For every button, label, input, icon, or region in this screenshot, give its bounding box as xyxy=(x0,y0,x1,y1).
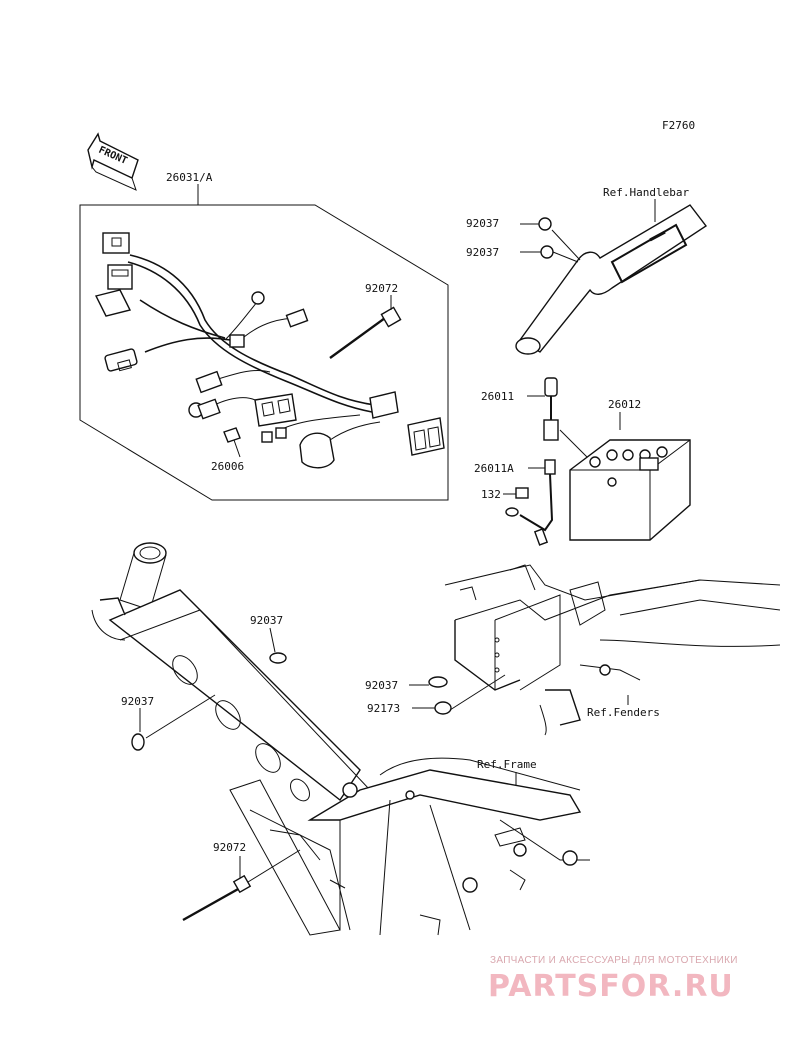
handlebar: Ref.Handlebar 92037 92037 xyxy=(466,186,708,355)
watermark-brand: PARTSFOR.RU xyxy=(488,969,734,1004)
callout-ref-frame: Ref.Frame xyxy=(477,758,537,771)
harness-panel: 26031/A xyxy=(79,171,449,501)
callout-clamp-frame-1: 92037 xyxy=(250,614,283,627)
callout-clamp-top-1: 92037 xyxy=(466,217,499,230)
clamp-icon xyxy=(434,701,452,715)
fender-bracket: 92037 92173 Ref.Fenders xyxy=(365,564,781,736)
callout-clamp-frame-2: 92037 xyxy=(121,695,154,708)
watermark-top-text: ЗАПЧАСТИ И АКСЕССУАРЫ ДЛЯ МОТОТЕХНИКИ xyxy=(490,955,738,966)
clamp-icon xyxy=(131,733,145,751)
callout-frame-band: 92072 xyxy=(213,841,246,854)
callout-harness: 26031/A xyxy=(166,171,213,184)
callout-lead-positive: 26011 xyxy=(481,390,514,403)
clamp-icon xyxy=(540,245,554,259)
callout-harness-clamp: 92072 xyxy=(365,282,398,295)
callout-battery: 26012 xyxy=(608,398,641,411)
connector xyxy=(107,264,133,290)
callout-bolt: 132 xyxy=(481,488,501,501)
callout-clamp-top-2: 92037 xyxy=(466,246,499,259)
callout-clamp-fender-2: 92173 xyxy=(367,702,400,715)
callout-clamp-fender-1: 92037 xyxy=(365,679,398,692)
battery-group: 26011 26012 26011A 132 xyxy=(474,377,691,546)
clamp-icon xyxy=(428,676,448,688)
callout-connector-cap: 26006 xyxy=(211,460,244,473)
clamp-icon xyxy=(269,652,287,664)
watermark: ЗАПЧАСТИ И АКСЕССУАРЫ ДЛЯ МОТОТЕХНИКИ PA… xyxy=(488,955,738,1004)
clamp-icon xyxy=(538,217,552,231)
wiring-harness: 26006 92072 xyxy=(94,232,445,473)
front-arrow-icon: FRONT xyxy=(87,132,139,191)
callout-lead-negative: 26011A xyxy=(474,462,514,475)
frame: Ref.Frame 92037 92037 92072 xyxy=(91,542,590,936)
callout-ref-fenders: Ref.Fenders xyxy=(587,706,660,719)
figure-code: F2760 xyxy=(662,119,695,132)
connector xyxy=(102,232,130,254)
callout-ref-handlebar: Ref.Handlebar xyxy=(603,186,689,199)
